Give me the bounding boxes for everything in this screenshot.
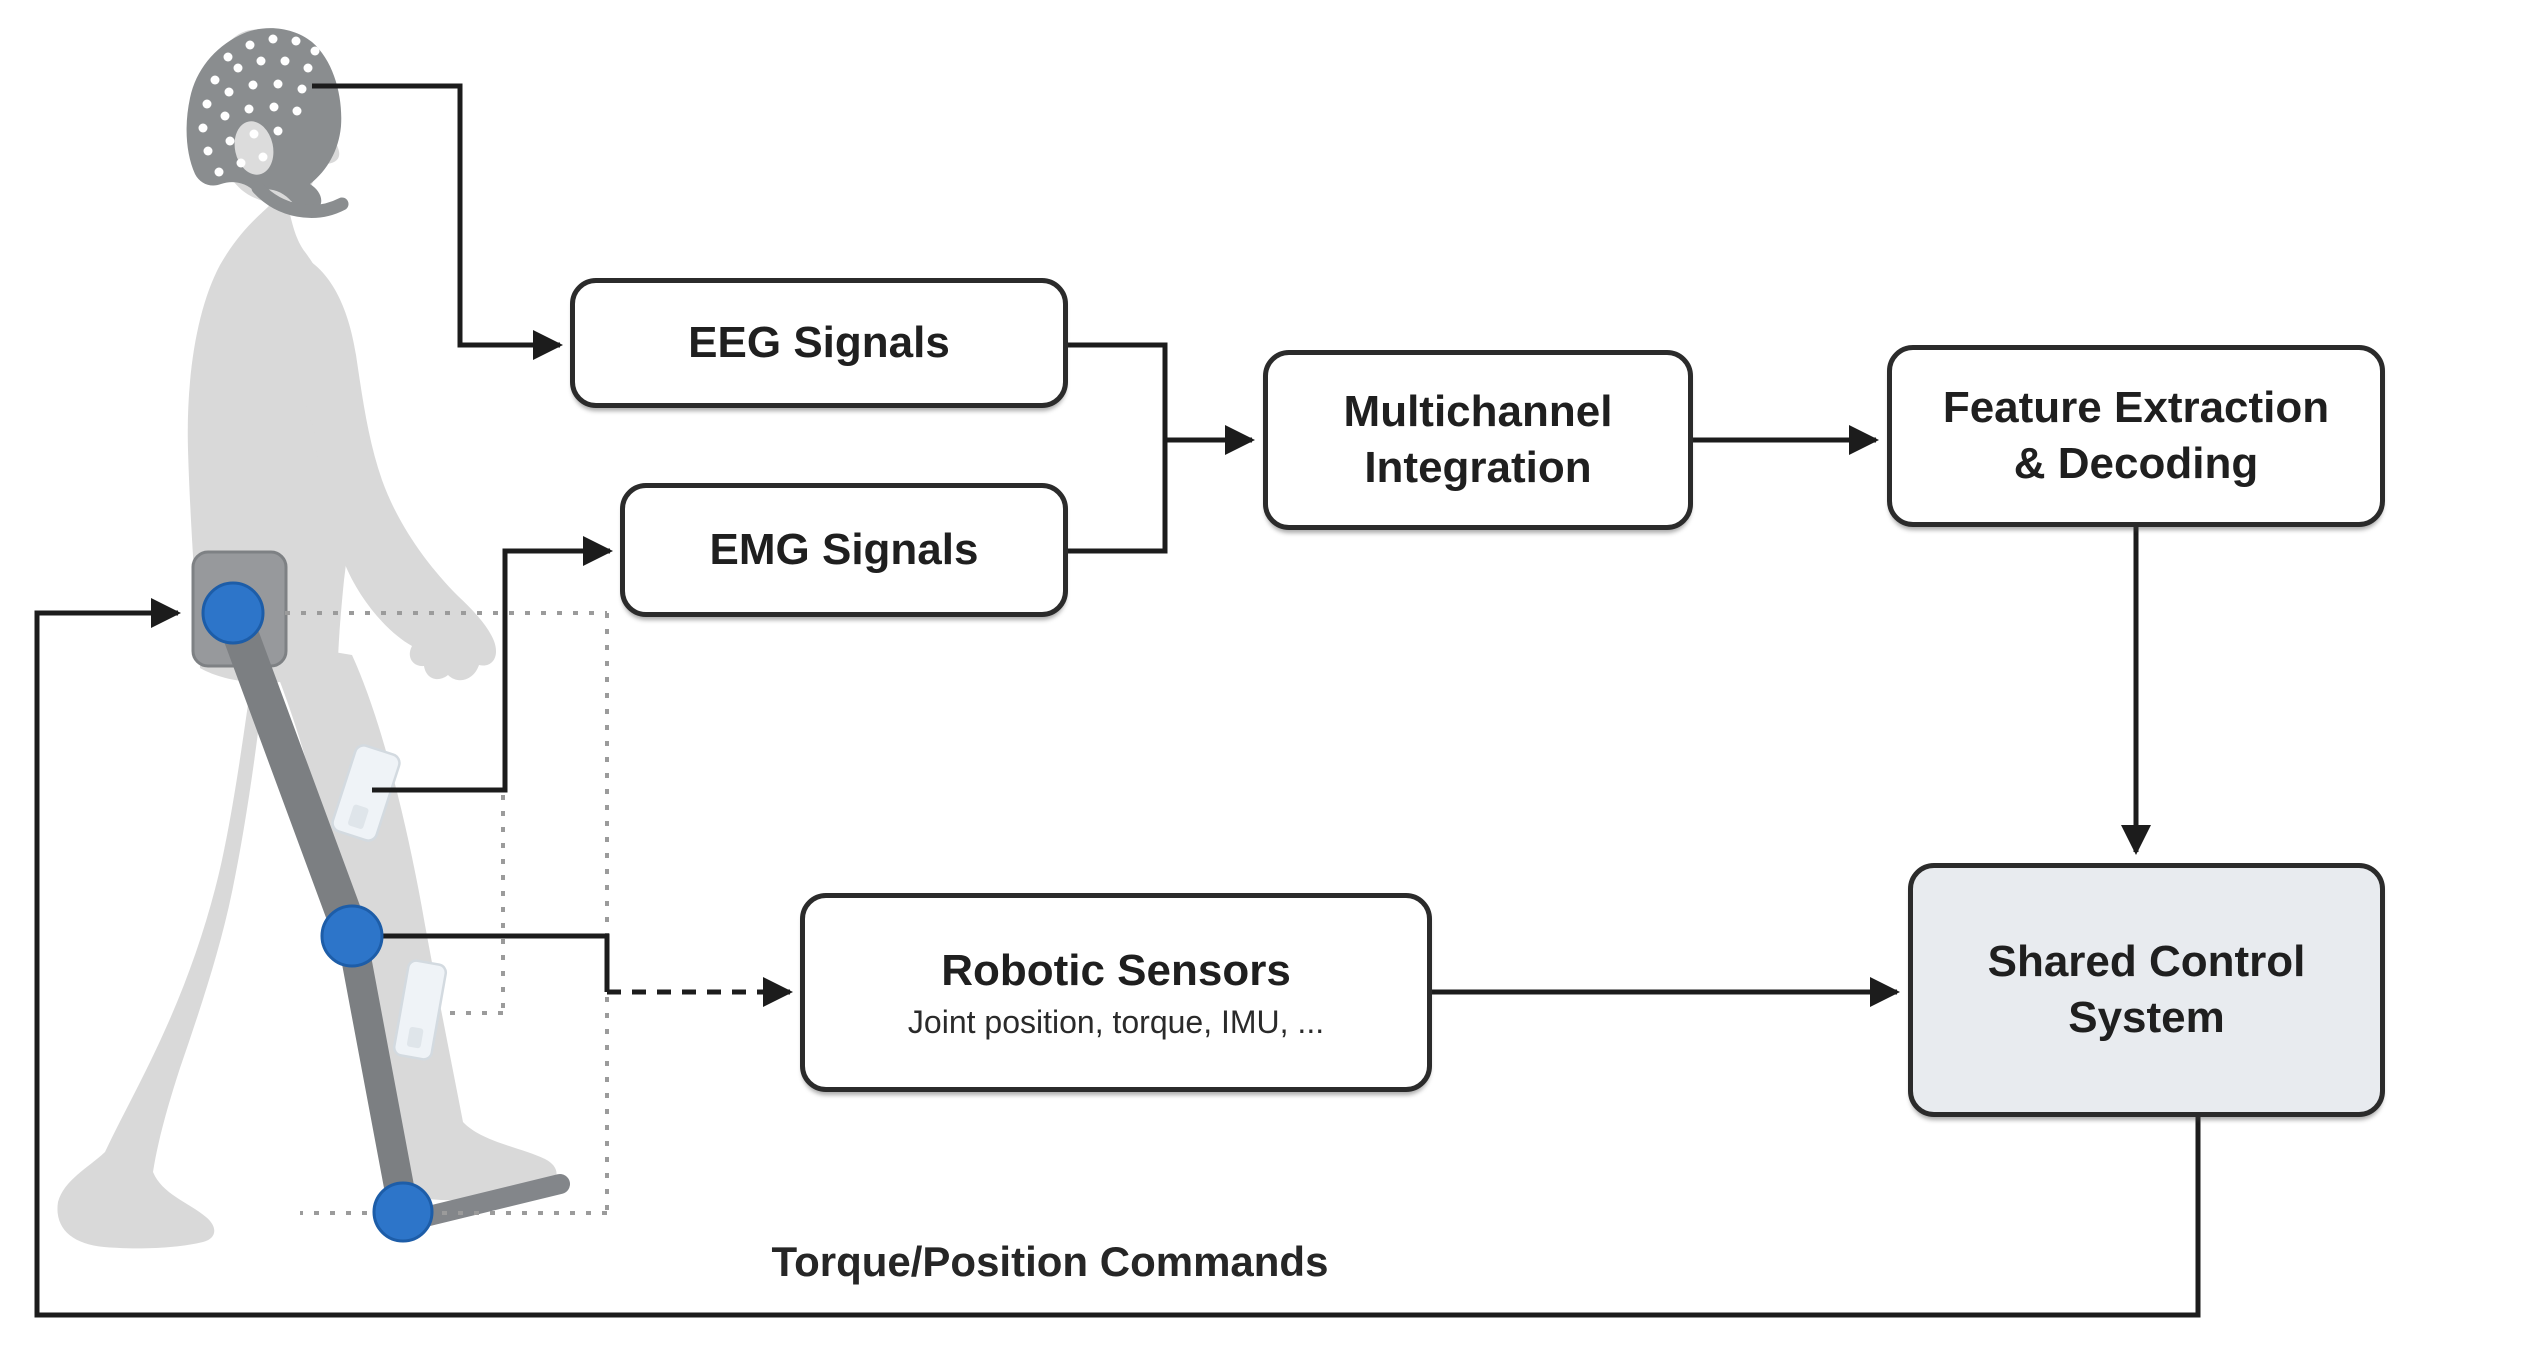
exoskeleton-thigh-link-icon bbox=[218, 604, 370, 954]
arrow-feedback-loop bbox=[34, 598, 2201, 1318]
feedback-edge-label-text: Torque/Position Commands bbox=[771, 1238, 1329, 1285]
eeg-electrode-dots bbox=[198, 34, 320, 177]
node-shared-line2: System bbox=[2068, 993, 2225, 1042]
node-multichannel-line2: Integration bbox=[1364, 443, 1592, 492]
hip-joint-icon bbox=[201, 581, 265, 645]
arrow-emg-sensor-to-emg bbox=[372, 536, 613, 793]
node-eeg-signals: EEG Signals bbox=[570, 278, 1068, 408]
node-shared-control: Shared Control System bbox=[1908, 863, 2385, 1117]
node-feature-line1: Feature Extraction bbox=[1942, 382, 2330, 432]
node-feature-extraction: Feature Extraction & Decoding bbox=[1887, 345, 2385, 527]
chin-strap-icon bbox=[251, 181, 349, 218]
connectors bbox=[34, 83, 2201, 1318]
feedback-edge-label: Torque/Position Commands bbox=[760, 1238, 1340, 1286]
thigh-emg-sensor-icon bbox=[331, 744, 401, 842]
line-eeg-emg-junction bbox=[1068, 342, 1168, 554]
knee-joint-icon bbox=[320, 904, 384, 968]
arrow-cap-to-eeg bbox=[312, 83, 563, 360]
exoskeleton-joints bbox=[201, 581, 434, 1243]
shank-emg-sensor-icon bbox=[392, 959, 448, 1061]
node-eeg-signals-label: EEG Signals bbox=[688, 317, 950, 367]
node-robotic-sensors: Robotic Sensors Joint position, torque, … bbox=[800, 893, 1432, 1092]
node-robotic-title: Robotic Sensors bbox=[941, 946, 1291, 996]
near-leg bbox=[262, 640, 557, 1201]
arm bbox=[293, 255, 497, 681]
node-shared-line1: Shared Control bbox=[1987, 936, 2306, 986]
node-robotic-subtitle: Joint position, torque, IMU, ... bbox=[907, 1004, 1325, 1041]
exoskeleton-shank-link-icon bbox=[337, 921, 418, 1223]
node-emg-signals: EMG Signals bbox=[620, 483, 1068, 617]
node-feature-line2: & Decoding bbox=[2013, 439, 2259, 488]
node-multichannel-line1: Multichannel bbox=[1343, 386, 1613, 436]
line-knee-to-corner bbox=[352, 933, 610, 992]
far-leg bbox=[57, 655, 262, 1249]
node-emg-signals-label: EMG Signals bbox=[709, 524, 979, 574]
ankle-joint-icon bbox=[372, 1181, 434, 1243]
eeg-cap-icon bbox=[186, 28, 349, 218]
dotted-sensing-links bbox=[285, 611, 609, 1215]
node-multichannel-integration: Multichannel Integration bbox=[1263, 350, 1693, 530]
